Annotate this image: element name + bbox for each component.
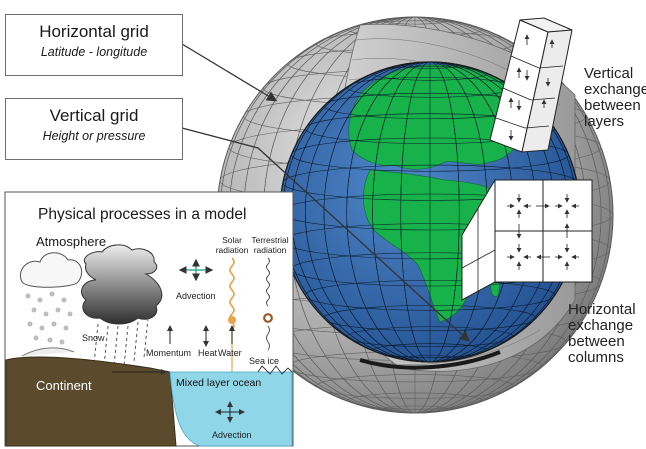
- latitude-line: [280, 193, 580, 231]
- horizontal-grid-callout: Horizontal grid Latitude - longitude: [5, 14, 183, 76]
- inset-title: Physical processes in a model: [38, 206, 247, 223]
- atmosphere-label: Atmosphere: [36, 234, 106, 249]
- flux-arrows: [167, 325, 235, 347]
- physical-processes-inset: Physical processes in a model Atmosphere…: [4, 191, 294, 447]
- white-cloud: [20, 252, 83, 288]
- storm-cloud: [81, 244, 163, 325]
- ocean-advection-label: Advection: [212, 430, 252, 440]
- vertical-exchange-column: [489, 17, 573, 153]
- horizontal-exchange-label: Horizontal exchange between columns: [568, 301, 636, 366]
- horizontal-grid-title: Horizontal grid: [39, 22, 149, 41]
- rain-lines: [93, 317, 149, 367]
- sea-ice-shape: [257, 365, 293, 375]
- air-advection-label: Advection: [176, 291, 216, 301]
- inner-rim: [359, 350, 501, 370]
- vertical-exchange-label: Vertical exchange between layers: [584, 65, 646, 130]
- water-label: Water: [218, 348, 242, 358]
- solar-radiation-label-1: Solar: [222, 235, 242, 245]
- momentum-label: Momentum: [146, 348, 191, 358]
- terrestrial-radiation-wave: [266, 257, 270, 307]
- ocean-advection-cross: [215, 401, 245, 423]
- continent-block: [5, 356, 177, 447]
- heat-label: Heat: [198, 348, 218, 358]
- snowflakes: [25, 291, 73, 345]
- solar-dot: [228, 316, 236, 324]
- air-advection-cross: [178, 258, 214, 282]
- sea-ice-label: Sea ice: [249, 356, 279, 366]
- horizontal-exchange-block: [461, 178, 593, 301]
- horizontal-grid-pointer: [181, 43, 278, 102]
- mixed-layer-label: Mixed layer ocean: [176, 377, 261, 389]
- mixed-layer-ocean: [169, 371, 293, 447]
- vertical-grid-pointer: [181, 127, 470, 342]
- snow-label: Snow: [82, 333, 105, 343]
- horizontal-grid-subtitle: Latitude - longitude: [40, 45, 148, 59]
- terrestrial-dot: [263, 313, 273, 323]
- terrestrial-radiation-label-1: Terrestrial: [251, 235, 288, 245]
- vertical-grid-title: Vertical grid: [49, 106, 139, 125]
- vertical-grid-subtitle: Height or pressure: [42, 129, 146, 143]
- continent-label: Continent: [36, 378, 92, 393]
- longitude-line: [400, 62, 460, 362]
- terrestrial-radiation-label-2: radiation: [254, 245, 287, 255]
- solar-radiation-label-2: radiation: [216, 245, 249, 255]
- vertical-grid-callout: Vertical grid Height or pressure: [5, 98, 183, 160]
